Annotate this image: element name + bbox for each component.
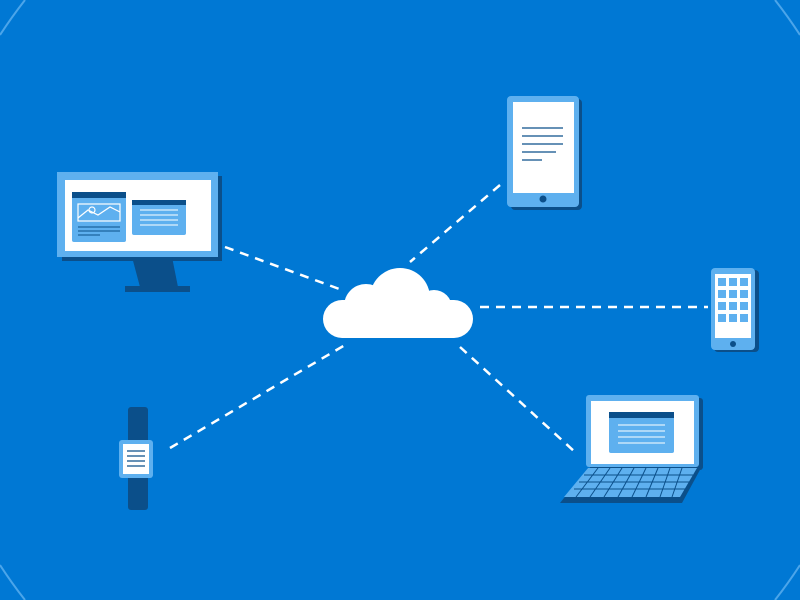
ring-arc-bottom-right: [774, 564, 800, 600]
link-monitor: [224, 245, 343, 292]
desktop-monitor-icon: [57, 172, 222, 292]
smartphone-icon: [711, 268, 759, 352]
link-tablet: [409, 184, 501, 263]
ring-arc-top-left: [0, 0, 26, 36]
ring-arc-top-right: [774, 0, 800, 36]
ring-arc-bottom-left: [0, 564, 26, 600]
link-watch: [169, 343, 346, 450]
laptop-icon: [560, 395, 703, 503]
cloud-icon: [323, 268, 473, 338]
connection-lines: [169, 184, 708, 453]
smartwatch-icon: [119, 407, 153, 510]
tablet-icon: [507, 96, 582, 210]
link-laptop: [459, 346, 576, 453]
